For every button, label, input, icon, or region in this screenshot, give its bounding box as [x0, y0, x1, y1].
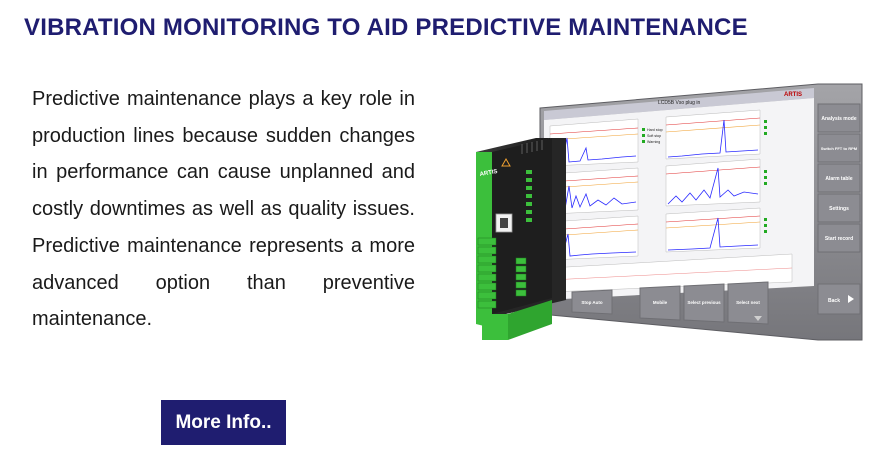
- screen-btn-fft: Switch FFT to RPM: [821, 146, 858, 151]
- warning-icon: [501, 157, 511, 167]
- status-soft-stop: Soft stop: [647, 134, 661, 138]
- hmi-screen: LCD5B Vso plug in ARTIS: [539, 83, 863, 341]
- screen-btn-back: Back: [828, 298, 840, 304]
- plot-row-1: [549, 109, 761, 167]
- screen-btn-prev: Select previous: [687, 300, 721, 305]
- plot-row-2: [549, 158, 761, 215]
- screen-bottom-buttons: Stop Auto Mobile Select previous Select …: [571, 281, 769, 325]
- screen-side-buttons: Analysis mode Switch FFT to RPM Alarm ta…: [817, 103, 861, 315]
- status-warning: Warning: [647, 140, 660, 144]
- screen-btn-alarm: Alarm table: [825, 176, 852, 182]
- page-title: VIBRATION MONITORING TO AID PREDICTIVE M…: [24, 14, 748, 41]
- description-paragraph: Predictive maintenance plays a key role …: [32, 88, 415, 331]
- device-brand-text: ARTIS: [479, 169, 498, 178]
- screen-btn-settings: Settings: [829, 206, 849, 212]
- screen-btn-mobile: Mobile: [653, 300, 668, 305]
- din-rail-device: ARTIS: [476, 138, 566, 340]
- screen-btn-next: Select next: [736, 300, 760, 305]
- more-info-button[interactable]: More Info..: [161, 400, 286, 445]
- status-labels: Hard stop Soft stop Warning: [642, 120, 767, 233]
- back-arrow-icon: [848, 295, 854, 303]
- screen-btn-stop: Stop Auto: [581, 300, 603, 305]
- chevron-down-icon: [754, 316, 762, 321]
- screen-brand-text: ARTIS: [784, 92, 802, 98]
- plot-row-3: [549, 207, 761, 261]
- screen-title-text: LCD5B Vso plug in: [658, 100, 700, 106]
- product-illustration: LCD5B Vso plug in ARTIS: [476, 83, 863, 341]
- screen-btn-analysis: Analysis mode: [821, 116, 857, 122]
- status-hard-stop: Hard stop: [647, 128, 663, 132]
- screen-btn-record: Start record: [825, 236, 853, 242]
